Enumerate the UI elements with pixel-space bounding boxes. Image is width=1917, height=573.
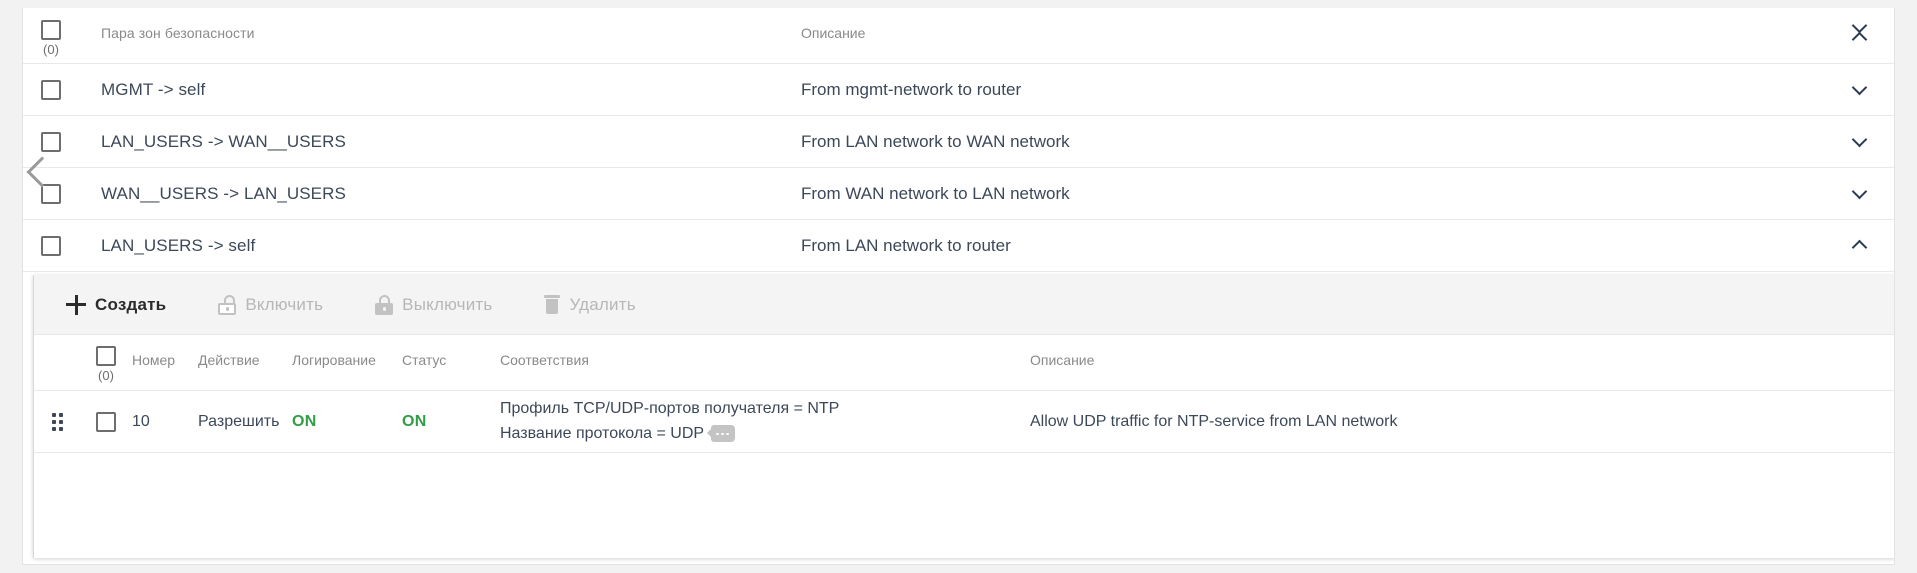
enable-rule-label: Включить <box>245 294 324 314</box>
rules-select-all-cell: (0) <box>80 335 132 382</box>
rule-action: Разрешить <box>198 412 280 430</box>
more-matches-badge[interactable] <box>707 425 735 443</box>
rule-match-line: Профиль TCP/UDP-портов получателя = NTP <box>500 397 1030 422</box>
delete-rule-label: Удалить <box>569 294 636 314</box>
rules-selected-count: (0) <box>98 368 114 383</box>
zone-pair-name: LAN_USERS -> self <box>101 235 256 255</box>
zone-select-all-cell: (0) <box>23 8 79 56</box>
zone-pair-table-card: (0) Пара зон безопасности Описание MGMT … <box>22 8 1895 565</box>
rule-description: Allow UDP traffic for NTP-service from L… <box>1030 412 1398 430</box>
chevron-up-icon <box>1851 239 1867 256</box>
rule-status: ON <box>402 412 427 430</box>
delete-rule-button: Удалить <box>544 294 636 315</box>
chevron-down-icon <box>1851 183 1867 200</box>
rules-table-header-row: (0) Номер Действие Логирование Статус Со… <box>34 335 1894 391</box>
rules-select-all-checkbox[interactable] <box>96 346 116 366</box>
rule-action-column-header: Действие <box>198 352 260 368</box>
expand-row-button[interactable] <box>1824 131 1894 148</box>
expand-row-button[interactable] <box>1824 79 1894 96</box>
row-checkbox[interactable] <box>41 235 61 256</box>
chevron-down-icon <box>1851 79 1867 96</box>
scroll-left-button[interactable] <box>25 150 59 194</box>
disable-rule-label: Выключить <box>402 294 493 314</box>
rule-matches-column-header: Соответствия <box>500 352 589 368</box>
rule-status-column-header: Статус <box>402 352 447 368</box>
plus-icon <box>66 294 86 315</box>
rule-number-column-header: Номер <box>132 352 176 368</box>
row-select-cell <box>23 79 79 100</box>
zone-pair-description: From mgmt-network to router <box>801 79 1022 99</box>
rule-logging-status: ON <box>292 412 317 430</box>
chevron-left-icon <box>26 156 58 188</box>
zone-pair-row[interactable]: LAN_USERS -> WAN__USERS From LAN network… <box>23 116 1894 168</box>
rule-description-column-header: Описание <box>1030 352 1095 368</box>
create-rule-label: Создать <box>95 294 167 314</box>
zone-table-header-row: (0) Пара зон безопасности Описание <box>23 8 1894 64</box>
rule-select-cell <box>80 411 132 432</box>
zone-pair-description: From WAN network to LAN network <box>801 183 1070 203</box>
zone-pair-row[interactable]: MGMT -> self From mgmt-network to router <box>23 64 1894 116</box>
rule-match-text: Профиль TCP/UDP-портов получателя = NTP <box>500 399 840 417</box>
collapse-all-icon <box>1851 17 1867 48</box>
zone-pair-name: MGMT -> self <box>101 79 206 99</box>
trash-icon <box>544 295 561 314</box>
rule-row[interactable]: 10 Разрешить ON ON Профиль TCP/UDP-порто… <box>34 391 1894 453</box>
row-select-cell <box>23 235 79 256</box>
zone-pair-name: WAN__USERS -> LAN_USERS <box>101 183 346 203</box>
zone-select-all-checkbox[interactable] <box>41 20 61 40</box>
zone-description-column-header: Описание <box>801 25 866 41</box>
rule-matches: Профиль TCP/UDP-портов получателя = NTP … <box>500 397 1030 447</box>
row-checkbox[interactable] <box>41 79 61 100</box>
zone-pair-description: From LAN network to router <box>801 235 1011 255</box>
zone-pair-detail-panel: Создать Включить Выключить <box>33 275 1894 558</box>
rule-logging-column-header: Логирование <box>292 352 376 368</box>
lock-icon <box>375 294 394 315</box>
rule-number: 10 <box>132 412 150 430</box>
zone-pair-row[interactable]: WAN__USERS -> LAN_USERS From WAN network… <box>23 168 1894 220</box>
zone-selected-count: (0) <box>43 42 59 57</box>
rule-drag-cell <box>34 412 80 431</box>
rule-match-text: Название протокола = UDP <box>500 424 705 442</box>
create-rule-button[interactable]: Создать <box>66 294 167 315</box>
rules-toolbar: Создать Включить Выключить <box>34 275 1894 335</box>
zone-pair-name: LAN_USERS -> WAN__USERS <box>101 131 346 151</box>
zone-pair-column-header: Пара зон безопасности <box>101 25 255 41</box>
row-select-cell <box>23 183 79 204</box>
collapse-row-button[interactable] <box>1824 238 1894 256</box>
disable-rule-button: Выключить <box>375 294 493 315</box>
zone-pair-row-expanded[interactable]: LAN_USERS -> self From LAN network to ro… <box>23 220 1894 272</box>
row-select-cell <box>23 131 79 152</box>
row-checkbox[interactable] <box>41 131 61 152</box>
zone-pair-description: From LAN network to WAN network <box>801 131 1070 151</box>
chevron-down-icon <box>1851 131 1867 148</box>
drag-handle-icon[interactable] <box>51 412 63 431</box>
expand-row-button[interactable] <box>1824 183 1894 200</box>
enable-rule-button: Включить <box>218 294 324 315</box>
collapse-all-button[interactable] <box>1824 8 1894 48</box>
unlock-icon <box>218 294 237 315</box>
rule-match-line: Название протокола = UDP <box>500 422 1030 447</box>
row-checkbox[interactable] <box>41 183 61 204</box>
rule-checkbox[interactable] <box>96 411 116 432</box>
